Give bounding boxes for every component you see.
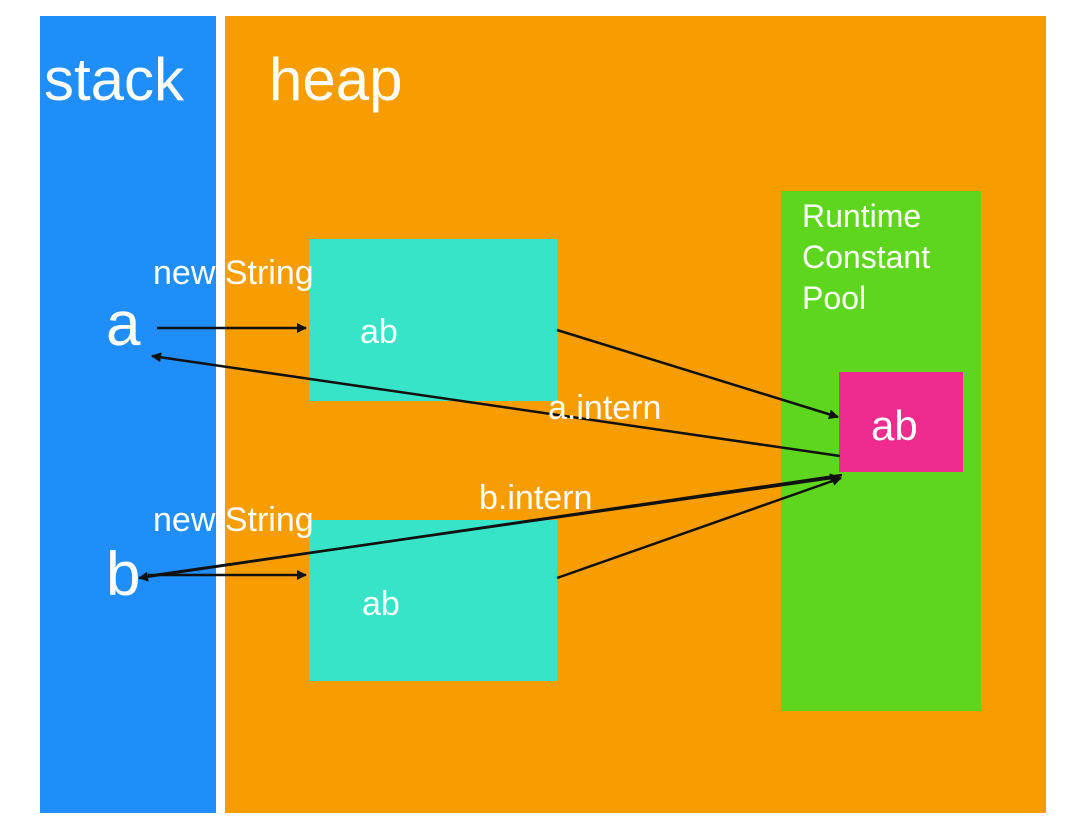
pool-value: ab xyxy=(871,402,918,449)
variable-a: a xyxy=(106,290,141,359)
arrow-heap-a-to-pool xyxy=(556,328,839,420)
arrow-b-to-pool xyxy=(147,473,840,578)
new-string-label-b: new String xyxy=(153,501,314,539)
pool-string-object xyxy=(839,372,963,472)
variable-b: b xyxy=(106,540,141,609)
heap-b-value: ab xyxy=(362,585,400,623)
heap-string-object-a xyxy=(309,239,557,401)
stack-region xyxy=(40,16,216,813)
heap-a-value: ab xyxy=(360,313,398,351)
stack-label: stack xyxy=(44,46,185,113)
arrow-heap-b-to-pool xyxy=(556,476,842,580)
b-intern-label: b.intern xyxy=(479,479,593,517)
runtime-constant-pool-label: Runtime Constant Pool xyxy=(802,198,931,316)
heap-label: heap xyxy=(269,46,403,113)
new-string-label-a: new String xyxy=(153,254,314,292)
arrow-pool-to-a xyxy=(151,352,841,458)
a-intern-label: a.intern xyxy=(548,389,662,427)
